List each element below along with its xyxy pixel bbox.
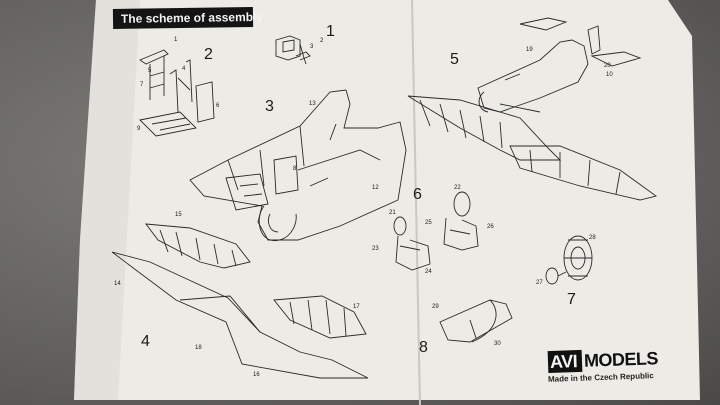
paper-fold (411, 0, 421, 405)
part-number: 26 (487, 224, 494, 230)
part-number: 21 (389, 210, 396, 216)
part-number: 16 (253, 372, 260, 378)
step-number: 2 (204, 46, 213, 63)
part-number: 19 (526, 47, 533, 53)
part-number: 23 (372, 246, 379, 252)
step-number: 8 (419, 339, 428, 356)
title-bar: The scheme of assembly (112, 7, 263, 29)
part-number: 27 (536, 280, 543, 286)
part-number: 6 (216, 103, 220, 109)
step-number: 3 (265, 98, 274, 115)
line-drawings (111, 17, 658, 379)
engine-drawing (545, 235, 593, 285)
part-number: 7 (140, 82, 144, 88)
landing-gear-drawing (393, 191, 479, 271)
part-number: 2 (320, 38, 324, 44)
logo-box: AVI (547, 349, 583, 374)
part-number: 4 (182, 66, 186, 72)
page-title: The scheme of assembly (120, 9, 264, 26)
part-number: 29 (432, 304, 439, 310)
wing-drawing (111, 223, 369, 379)
part-number: 13 (309, 101, 316, 107)
part-number: 18 (195, 345, 202, 351)
paper-shade (74, 0, 140, 400)
part-number: 15 (175, 212, 182, 218)
logo-text: MODELS (583, 348, 659, 371)
part-number: 22 (454, 185, 461, 191)
part-number: 14 (114, 281, 121, 287)
part-number: 10 (606, 72, 613, 78)
fuselage-drawing (189, 89, 407, 242)
part-number: 28 (589, 235, 596, 241)
part-number: 1 (174, 37, 178, 43)
cowling-drawing (439, 299, 513, 343)
aircraft-drawing (407, 17, 658, 201)
part-number: 8 (293, 166, 297, 172)
step-number: 5 (450, 51, 459, 68)
cockpit-frame-drawing (139, 49, 215, 137)
logo-box-text: AVI (549, 351, 578, 372)
part-number: 17 (353, 304, 360, 310)
paper (74, 0, 700, 400)
part-number: 24 (425, 269, 432, 275)
part-number: 3 (310, 44, 314, 50)
part-number: 20 (604, 63, 611, 69)
part-number: 30 (494, 341, 501, 347)
part-number: 12 (372, 185, 379, 191)
part-number: 5 (148, 68, 152, 74)
part-number: 9 (137, 126, 141, 132)
seat-parts-drawing (275, 35, 311, 65)
part-number: 25 (425, 220, 432, 226)
step-number: 7 (567, 291, 576, 308)
step-number: 4 (141, 333, 150, 350)
step-number: 1 (326, 23, 335, 40)
step-number: 6 (413, 186, 422, 203)
